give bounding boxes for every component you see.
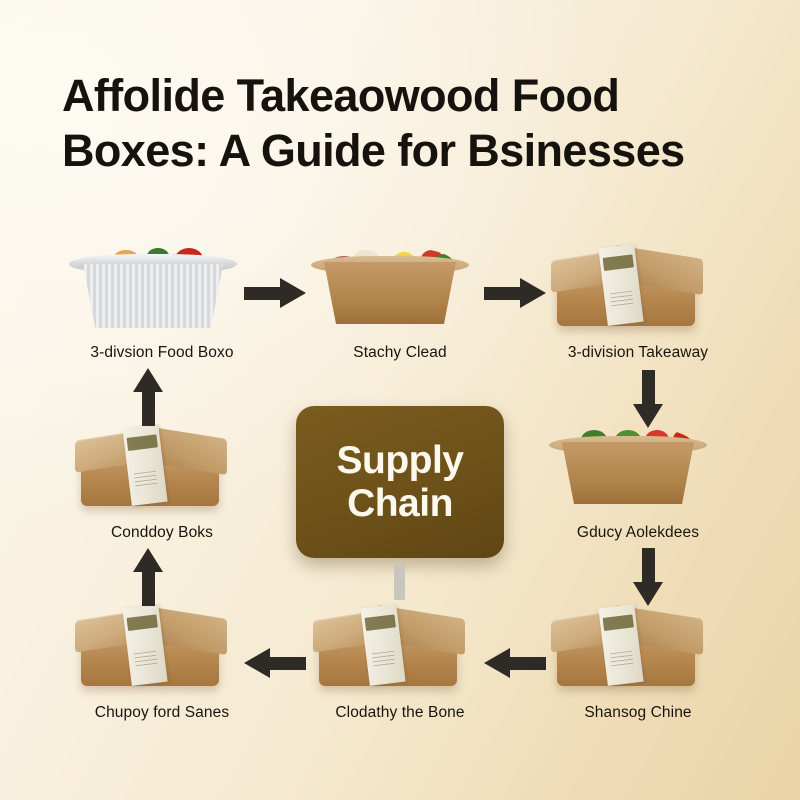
node-label: 3-division Takeaway xyxy=(567,344,709,361)
closed-kraft-box-image xyxy=(543,232,733,340)
supply-chain-hub-label: Supply Chain xyxy=(336,439,464,525)
title-line-1: Affolide Takeaowood Food xyxy=(62,70,620,121)
kraft-tray-salad-image xyxy=(543,412,733,520)
arrow-head xyxy=(133,368,163,392)
arrow-head xyxy=(633,582,663,606)
arrow-head xyxy=(280,278,306,308)
tray-body xyxy=(562,442,694,504)
arrow-left-row3-b xyxy=(244,648,306,678)
arrow-shaft xyxy=(484,287,524,300)
node-label: Gducy Aolekdees xyxy=(576,524,700,541)
node-3-division-takeaway[interactable]: 3-division Takeaway xyxy=(538,232,738,362)
arrow-up-col1-a xyxy=(133,548,163,606)
arrow-shaft xyxy=(642,370,655,408)
hub-connector xyxy=(394,564,405,600)
hub-label-line-2: Chain xyxy=(347,482,453,525)
arrow-head xyxy=(244,648,270,678)
node-gducy-aolekdees[interactable]: Gducy Aolekdees xyxy=(538,412,738,542)
title-line-2: Boxes: A Guide for Bsinesses xyxy=(62,125,685,176)
kraft-box-icon xyxy=(305,592,495,700)
arrow-down-col3-a xyxy=(633,370,663,428)
node-conddoy-boks[interactable]: Conddoy Boks xyxy=(62,412,262,542)
kraft-box-icon xyxy=(543,592,733,700)
hub-label-line-1: Supply xyxy=(336,439,464,482)
closed-kraft-box-image xyxy=(305,592,495,700)
kraft-box-icon xyxy=(67,592,257,700)
arrow-head xyxy=(520,278,546,308)
closed-kraft-box-image xyxy=(67,412,257,520)
arrow-shaft xyxy=(506,657,546,670)
arrow-head xyxy=(484,648,510,678)
tray-body xyxy=(324,262,456,324)
arrow-head xyxy=(133,548,163,572)
node-label: Conddoy Boks xyxy=(110,524,213,541)
arrow-head xyxy=(633,404,663,428)
arrow-down-col3-b xyxy=(633,548,663,606)
arrow-left-row3-a xyxy=(484,648,546,678)
node-label: Chupoy ford Sanes xyxy=(94,704,230,721)
node-3-divsion-food-boxo[interactable]: 3-divsion Food Boxo xyxy=(62,232,262,362)
kraft-tray-deli-food-image xyxy=(305,232,495,340)
closed-kraft-box-image xyxy=(543,592,733,700)
arrow-shaft xyxy=(244,287,284,300)
node-label: 3-divsion Food Boxo xyxy=(90,344,234,361)
tray-body xyxy=(82,264,224,328)
kraft-box-icon xyxy=(67,412,257,520)
node-label: Shansog Chine xyxy=(584,704,692,721)
arrow-shaft xyxy=(266,657,306,670)
page-title: Affolide Takeaowood Food Boxes: A Guide … xyxy=(62,68,752,178)
kraft-tray-icon xyxy=(305,232,495,340)
arrow-shaft xyxy=(642,548,655,586)
node-chupoy-ford-sanes[interactable]: Chupoy ford Sanes xyxy=(62,592,262,722)
node-label: Clodathy the Bone xyxy=(335,704,465,721)
kraft-tray-icon xyxy=(543,412,733,520)
node-label: Stachy Clead xyxy=(353,344,447,361)
node-clodathy-the-bone[interactable]: Clodathy the Bone xyxy=(300,592,500,722)
node-stachy-clead[interactable]: Stachy Clead xyxy=(300,232,500,362)
kraft-box-icon xyxy=(543,232,733,340)
arrow-right-row1-a xyxy=(244,278,306,308)
arrow-shaft xyxy=(142,568,155,606)
foil-tray-with-food-image xyxy=(67,232,257,340)
node-shansog-chine[interactable]: Shansog Chine xyxy=(538,592,738,722)
foil-tray-icon xyxy=(67,232,257,340)
arrow-right-row1-b xyxy=(484,278,546,308)
supply-chain-hub[interactable]: Supply Chain xyxy=(296,406,504,558)
arrow-shaft xyxy=(142,388,155,426)
closed-kraft-box-image xyxy=(67,592,257,700)
arrow-up-col1-b xyxy=(133,368,163,426)
